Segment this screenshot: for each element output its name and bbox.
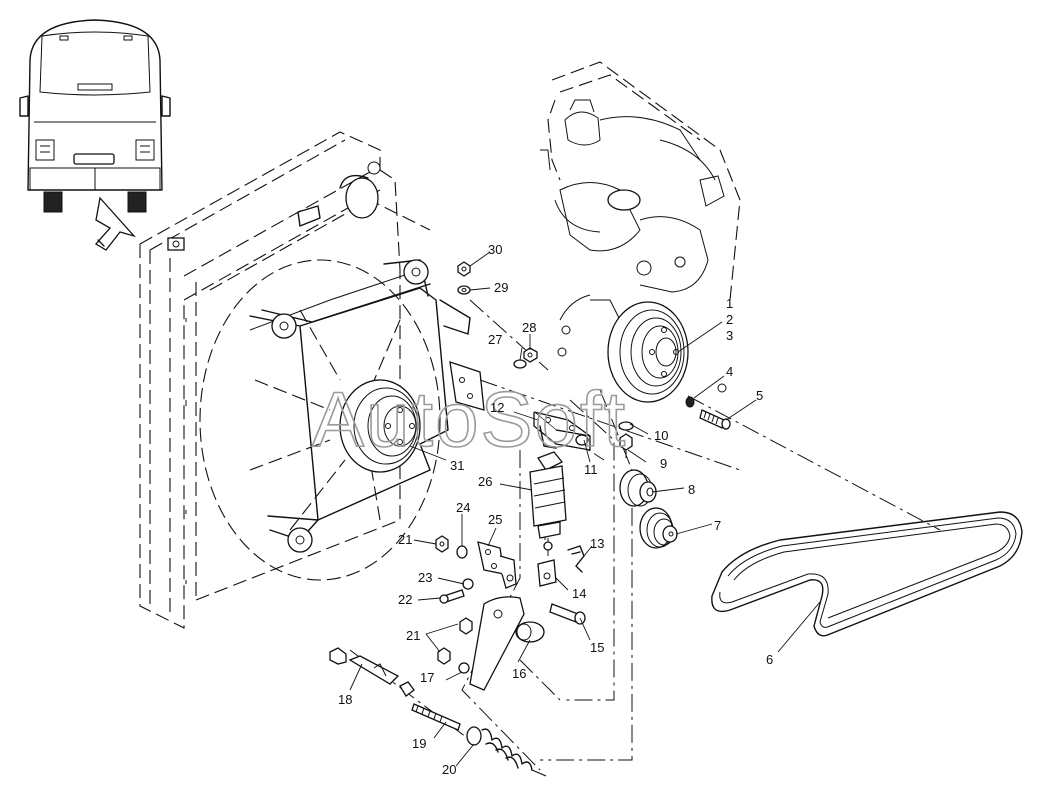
- callout-25: 25: [488, 512, 502, 527]
- callout-26: 26: [478, 474, 492, 489]
- callout-6: 6: [766, 652, 773, 667]
- callout-18: 18: [338, 692, 352, 707]
- poly-v-belt-6: [711, 511, 1023, 637]
- washer-24: [456, 545, 468, 559]
- pin-15: [549, 603, 586, 625]
- tensioner-support-plate: [449, 361, 485, 411]
- callout-2: 2: [726, 312, 733, 327]
- callout-31: 31: [450, 458, 464, 473]
- clevis-14: [537, 559, 557, 587]
- callout-29: 29: [494, 280, 508, 295]
- callout-22: 22: [398, 592, 412, 607]
- nut-28: [523, 347, 538, 363]
- watermark-text: AutoSoft: [312, 375, 627, 463]
- callout-24: 24: [456, 500, 470, 515]
- washer-23: [462, 578, 474, 590]
- callout-9: 9: [660, 456, 667, 471]
- callout-10: 10: [654, 428, 668, 443]
- callout-16: 16: [512, 666, 526, 681]
- clip-13: [567, 545, 585, 573]
- callout-labels: 1 2 3 4 5 6 7 8 9 10 11 12 13 14 15 16 1…: [338, 242, 773, 777]
- callout-20: 20: [442, 762, 456, 777]
- washer-27: [513, 359, 527, 369]
- callout-28: 28: [522, 320, 536, 335]
- fan-pulley: [339, 379, 421, 473]
- callout-3: 3: [726, 328, 733, 343]
- tensioner-bracket: [533, 411, 591, 451]
- callout-15: 15: [590, 640, 604, 655]
- callout-30: 30: [488, 242, 502, 257]
- bolt-9: [619, 433, 633, 458]
- nut-21-upper: [435, 535, 449, 553]
- tensioner-damper-26: [529, 451, 567, 556]
- callout-4: 4: [726, 364, 733, 379]
- bolt-22: [439, 589, 465, 604]
- spring-20: [466, 726, 547, 777]
- fan-bracket-frame: [249, 259, 471, 553]
- nut-21-lower-b: [437, 647, 451, 665]
- callout-13: 13: [590, 536, 604, 551]
- callout-21-upper: 21: [398, 532, 412, 547]
- nut-21-lower-a: [459, 617, 473, 635]
- callout-1: 1: [726, 296, 733, 311]
- washer-4: [685, 396, 695, 408]
- callout-14: 14: [572, 586, 586, 601]
- callout-5: 5: [756, 388, 763, 403]
- callout-21-lower: 21: [406, 628, 420, 643]
- turnbuckle-18: [329, 647, 415, 697]
- engine-outline: [540, 61, 741, 393]
- lever-bushing-16: [469, 596, 545, 691]
- bus-rear-view-thumbnail: [19, 19, 171, 251]
- bracket-25: [477, 541, 517, 589]
- callout-17: 17: [420, 670, 434, 685]
- leader-lines: [349, 251, 821, 767]
- callout-12: 12: [490, 400, 504, 415]
- callout-19: 19: [412, 736, 426, 751]
- idler-pulley-8: [619, 469, 657, 507]
- radiator-assembly: [139, 131, 441, 629]
- callout-23: 23: [418, 570, 432, 585]
- callout-11: 11: [584, 462, 598, 477]
- tension-pulley-7: [639, 507, 678, 549]
- callout-8: 8: [688, 482, 695, 497]
- nut-30: [457, 261, 471, 277]
- washer-29: [457, 285, 471, 295]
- bolt-5: [699, 409, 731, 430]
- threaded-rod-19: [411, 703, 461, 731]
- washer-17: [458, 662, 470, 674]
- callout-7: 7: [714, 518, 721, 533]
- callout-27: 27: [488, 332, 502, 347]
